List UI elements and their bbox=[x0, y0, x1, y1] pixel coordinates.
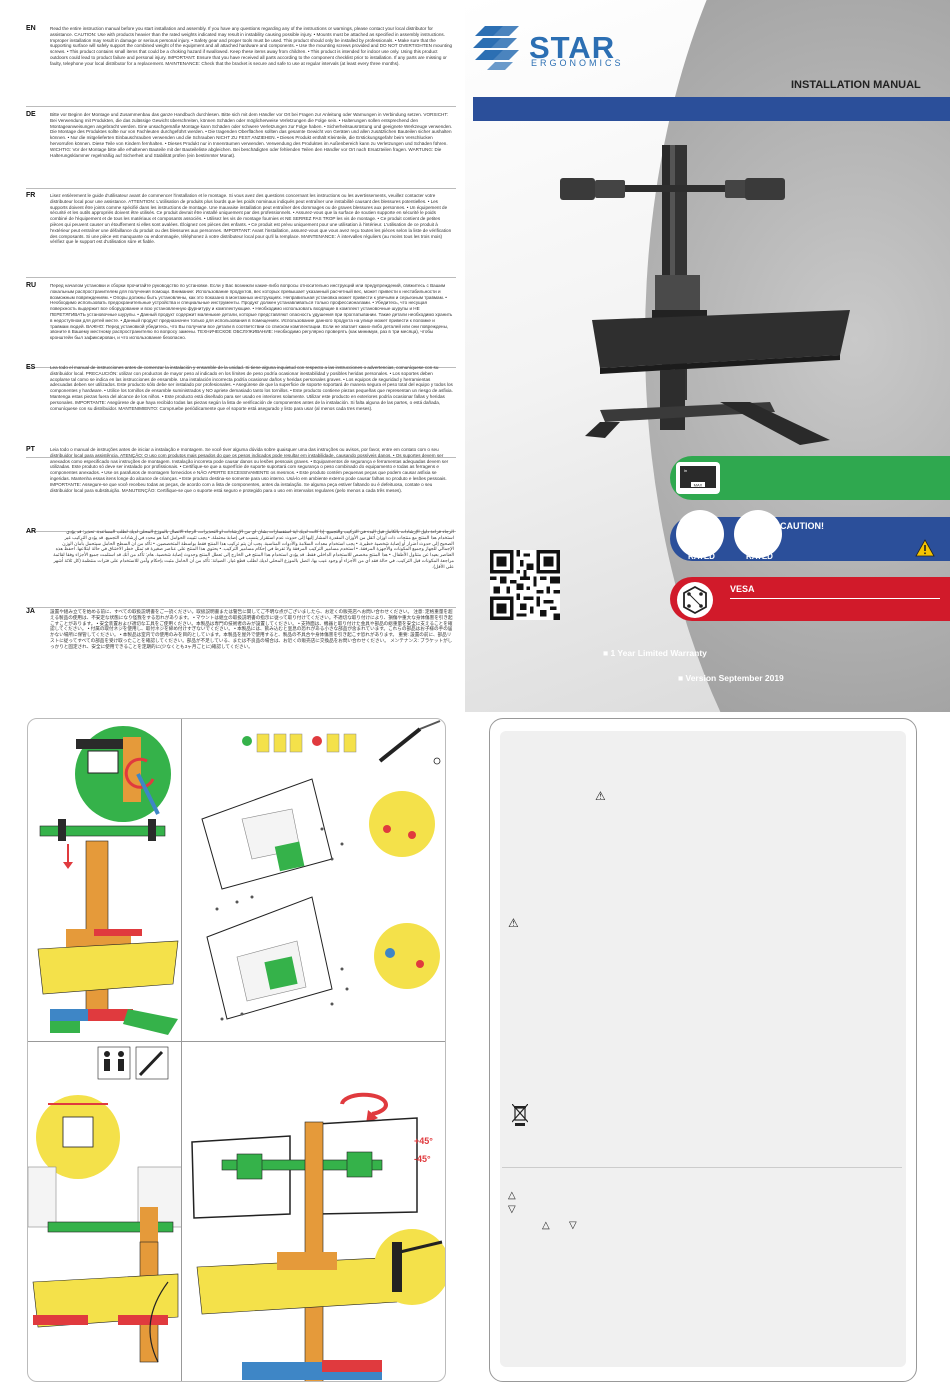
product-image bbox=[560, 145, 850, 445]
vesa-label: VESA bbox=[730, 584, 755, 594]
tilt-plus-label: +45° bbox=[414, 1136, 433, 1146]
safety-text-ja: JA 設置や組み立てを始める前に、すべての取扱説明書をご一読ください。取扱説明書ま… bbox=[26, 608, 456, 691]
two-person-lift-icon bbox=[97, 1046, 131, 1080]
language-separator bbox=[26, 457, 456, 458]
rated-label-2: RATED bbox=[746, 552, 773, 561]
language-code: FR bbox=[26, 192, 36, 199]
svg-text:in: in bbox=[684, 468, 687, 473]
version-text: ■ Version September 2019 bbox=[678, 673, 784, 683]
safety-text-en: EN Read the entire instruction manual bef… bbox=[26, 25, 456, 102]
language-paragraph: Lisez entièrement le guide d'utilisateur… bbox=[50, 193, 452, 245]
assembly-steps-panel: +45° -45° bbox=[27, 718, 446, 1382]
rated-label-1: RATED bbox=[688, 552, 715, 561]
step-4-illustration: +45° -45° bbox=[191, 1092, 445, 1381]
brand-subtitle: ERGONOMICS bbox=[531, 58, 624, 68]
weight-capacity-badge: MAX in bbox=[670, 456, 950, 500]
title-bar bbox=[473, 97, 950, 121]
caution-label: CAUTION! bbox=[780, 521, 824, 531]
language-paragraph: Bitte vor Beginn der Montage und Zusamme… bbox=[50, 112, 453, 158]
screwdriver-icon-2 bbox=[135, 1046, 169, 1080]
language-separator bbox=[26, 106, 456, 107]
warranty-label: 1 Year Limited Warranty bbox=[610, 648, 707, 658]
language-code: JA bbox=[26, 608, 35, 615]
steps-divider-horizontal bbox=[28, 1041, 445, 1042]
warning-triangle-icon bbox=[915, 539, 935, 557]
manual-title: INSTALLATION MANUAL bbox=[791, 79, 921, 91]
language-separator bbox=[26, 277, 456, 278]
weee-bin-icon bbox=[512, 1104, 528, 1126]
warning-icon-2: ⚠ bbox=[508, 916, 519, 930]
safety-text-fr: FR Lisez entièrement le guide d'utilisate… bbox=[26, 192, 456, 273]
cover-panel: STAR ERGONOMICS INSTALLATION MANUAL MAX … bbox=[465, 0, 950, 712]
language-code: ES bbox=[26, 364, 36, 371]
language-code: EN bbox=[26, 25, 36, 32]
language-paragraph: Lea todo el manual de instrucciones ante… bbox=[50, 365, 453, 411]
notes-divider bbox=[502, 1167, 902, 1168]
steps-divider-vertical bbox=[181, 719, 182, 1381]
language-code: PT bbox=[26, 446, 35, 453]
language-code: DE bbox=[26, 111, 36, 118]
step-2-illustration bbox=[201, 720, 441, 1021]
language-separator bbox=[26, 531, 456, 532]
language-paragraph: Перед началом установки и сборки прочита… bbox=[50, 283, 453, 341]
language-separator bbox=[26, 188, 456, 189]
language-code: AR bbox=[26, 528, 37, 535]
triangle-down-icon-2: ▽ bbox=[569, 1220, 577, 1231]
language-paragraph: Leia todo o manual de instruções antes d… bbox=[50, 447, 449, 493]
safety-text-ru: RU Перед началом установки и сборки прочи… bbox=[26, 282, 456, 363]
warning-icon-1: ⚠ bbox=[595, 789, 606, 803]
notes-inner-area bbox=[500, 731, 906, 1367]
safety-text-pt: PT Leia todo o manual de instruções antes… bbox=[26, 446, 456, 527]
vesa-badge: VESA bbox=[670, 577, 950, 621]
vesa-pattern-icon bbox=[677, 582, 713, 618]
screwdriver-icon bbox=[378, 720, 441, 765]
language-separator bbox=[26, 607, 456, 608]
language-paragraph: Read the entire instruction manual befor… bbox=[50, 26, 453, 66]
language-paragraph: 設置や組み立てを始める前に、すべての取扱説明書をご一読ください。取扱説明書または… bbox=[50, 609, 453, 649]
max-label: MAX bbox=[694, 483, 703, 488]
brand-name: STAR bbox=[529, 30, 616, 65]
rated-circle-2 bbox=[734, 510, 782, 558]
rated-circle-1 bbox=[676, 510, 724, 558]
language-paragraph: الرجاء قراءة دليل الإرشادات بالكامل قبل … bbox=[53, 529, 454, 569]
safety-text-es: ES Lea todo el manual de instrucciones an… bbox=[26, 364, 456, 453]
triangle-up-icon-1: △ bbox=[508, 1190, 516, 1201]
star-logo-icon bbox=[473, 26, 519, 70]
language-code: RU bbox=[26, 282, 37, 289]
safety-text-ar: AR الرجاء قراءة دليل الإرشادات بالكامل قب… bbox=[26, 528, 456, 603]
warranty-text: ■ 1 Year Limited Warranty bbox=[603, 648, 707, 658]
language-separator bbox=[26, 367, 456, 368]
rated-weight-badge: RATED RATED CAUTION! bbox=[670, 510, 950, 561]
version-label: Version September 2019 bbox=[685, 673, 784, 683]
tilt-minus-label: -45° bbox=[414, 1154, 431, 1164]
step-1-illustration bbox=[37, 726, 179, 1035]
monitor-size-icon: MAX in bbox=[676, 462, 720, 494]
safety-text-de: DE Bitte vor Beginn der Montage und Zusam… bbox=[26, 111, 456, 184]
triangle-up-icon-2: △ bbox=[542, 1220, 550, 1231]
screw-selection-icons bbox=[242, 733, 357, 753]
triangle-down-icon-1: ▽ bbox=[508, 1204, 516, 1215]
vesa-underline bbox=[730, 598, 940, 599]
step-3-illustration bbox=[28, 1046, 181, 1363]
notes-panel: ⚠ ⚠ △ ▽ △ ▽ bbox=[489, 718, 917, 1382]
qr-code-icon[interactable] bbox=[490, 550, 560, 620]
